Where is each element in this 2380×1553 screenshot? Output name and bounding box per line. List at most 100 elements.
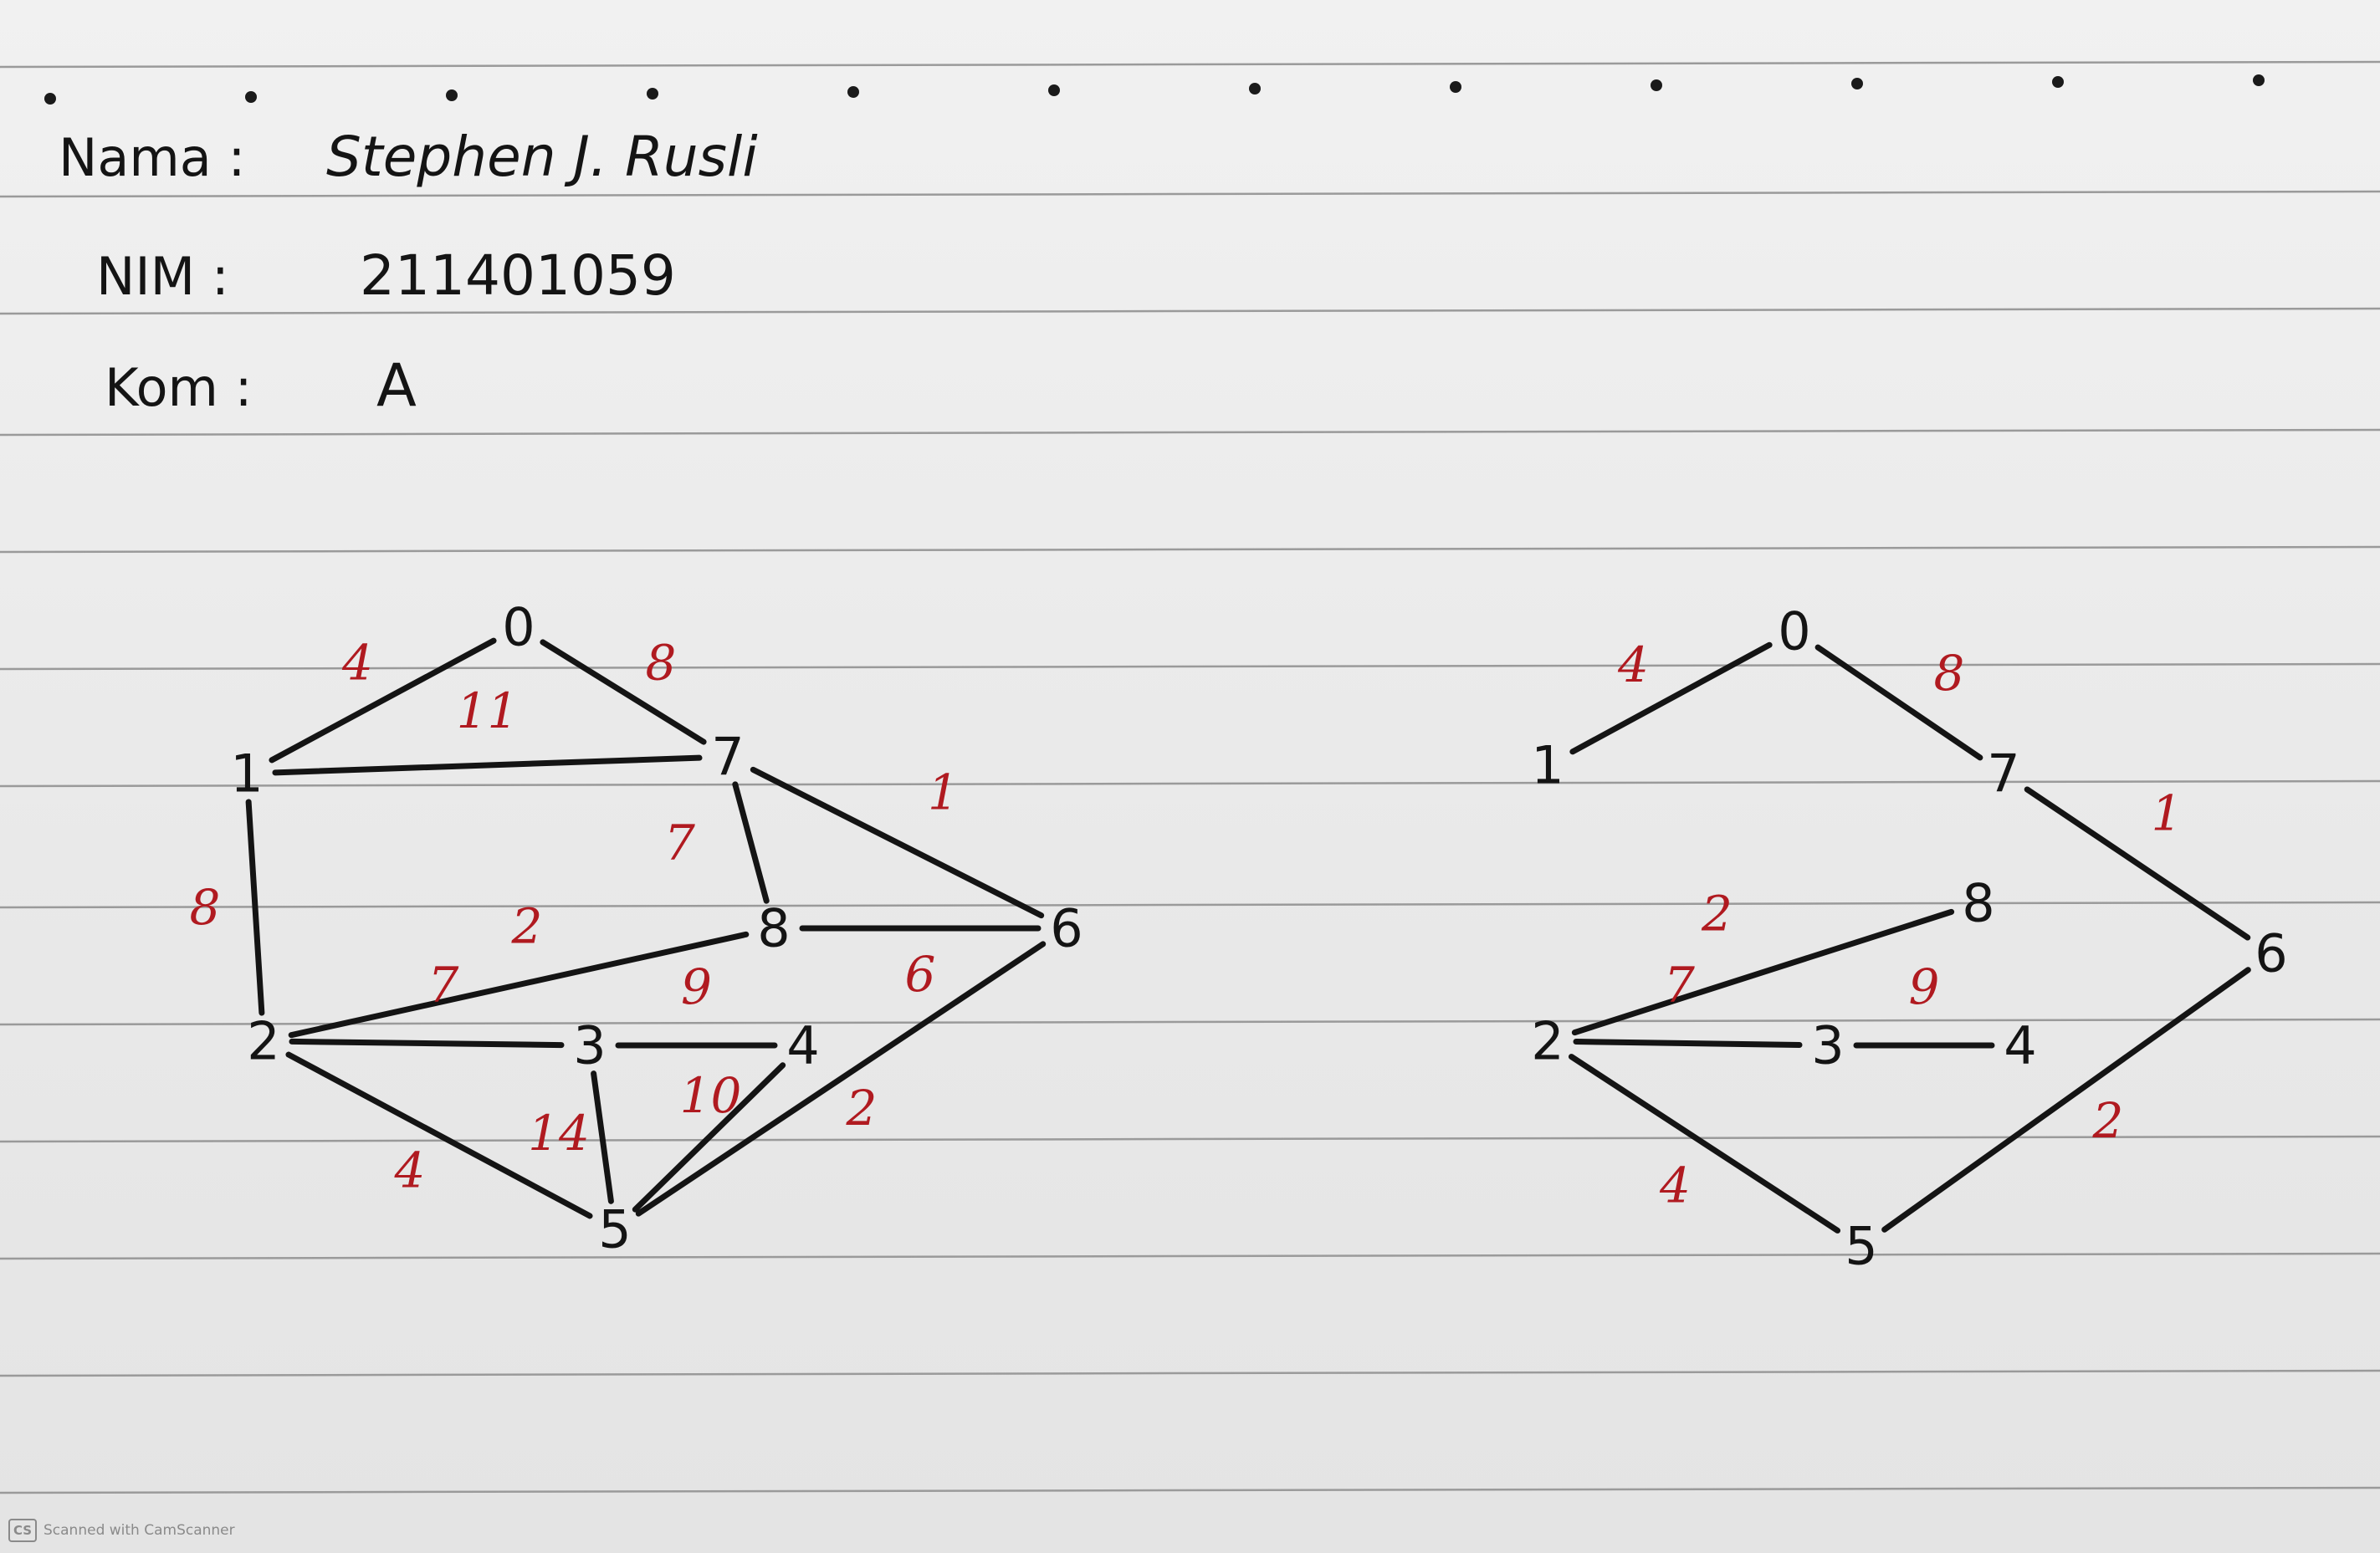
node-7: 7 [711, 727, 744, 788]
name-value: Stephen J. Rusli [326, 125, 758, 189]
edge-7-6 [750, 766, 1045, 919]
node-2: 2 [1531, 1011, 1564, 1072]
edge-weight-7-6: 1 [928, 764, 959, 821]
edge-weight-0-7: 8 [646, 635, 677, 692]
node-3: 3 [573, 1015, 606, 1076]
edge-weight-1-7: 11 [457, 682, 519, 739]
edge-weight-1-0: 4 [1617, 636, 1649, 693]
ruled-line [0, 1018, 2380, 1026]
ruled-line [0, 1252, 2380, 1260]
edge-1-0 [269, 637, 497, 764]
node-7: 7 [1987, 743, 2019, 805]
ruled-line [0, 901, 2380, 909]
edge-weight-4-5: 10 [680, 1067, 742, 1124]
edge-5-6 [635, 941, 1047, 1217]
edge-weight-2-3: 7 [428, 957, 459, 1014]
edge-2-8 [288, 931, 750, 1039]
binder-dot [1249, 83, 1261, 95]
binder-dot [1048, 84, 1060, 96]
node-4: 4 [2004, 1015, 2036, 1076]
edge-weight-7-8: 7 [664, 815, 695, 871]
binder-dot [446, 89, 458, 101]
edge-weight-8-6: 6 [905, 946, 936, 1003]
binder-dot [2253, 74, 2265, 86]
binder-dot [1450, 81, 1461, 93]
ruled-line [0, 307, 2380, 315]
edge-2-5 [1568, 1054, 1841, 1234]
edge-2-8 [1571, 908, 1955, 1036]
node-5: 5 [1845, 1216, 1877, 1277]
name-label: Nama : [59, 127, 245, 188]
kom-value: A [376, 351, 417, 420]
node-8: 8 [1962, 873, 1994, 934]
edge-weight-2-5: 4 [394, 1142, 426, 1199]
edge-weight-2-3: 7 [1664, 957, 1695, 1014]
edge-2-3 [1573, 1039, 1803, 1048]
node-3: 3 [1811, 1015, 1844, 1076]
edge-weight-5-6: 2 [846, 1080, 878, 1137]
edge-1-2 [245, 799, 265, 1016]
ruled-line [0, 779, 2380, 788]
edge-2-5 [285, 1051, 593, 1219]
binder-dot [2052, 76, 2064, 88]
edge-0-7 [1814, 644, 1983, 761]
binder-dot [44, 93, 56, 105]
binder-dots [44, 74, 2265, 105]
ruled-line [0, 1486, 2380, 1494]
node-4: 4 [786, 1015, 819, 1076]
edge-weight-3-4: 9 [1909, 958, 1940, 1015]
student-header: Nama : Stephen J. Rusli NIM : 211401059 … [59, 125, 758, 420]
camscanner-logo-icon: CS [8, 1519, 37, 1542]
ruled-line [0, 60, 2380, 69]
ruled-line [0, 428, 2380, 437]
edge-0-7 [540, 639, 707, 745]
edge-weight-5-6: 2 [2092, 1092, 2124, 1149]
binder-dot [647, 88, 658, 100]
edge-1-7 [272, 754, 703, 776]
node-2: 2 [247, 1011, 279, 1072]
ruled-line [0, 1135, 2380, 1143]
edge-weight-1-0: 4 [341, 635, 373, 692]
edge-7-8 [732, 781, 770, 904]
edge-weight-0-7: 8 [1934, 645, 1965, 702]
node-8: 8 [757, 898, 790, 959]
edge-7-6 [2024, 786, 2251, 941]
edge-weight-7-6: 1 [2152, 785, 2183, 842]
node-6: 6 [2255, 923, 2287, 984]
binder-dot [1851, 78, 1863, 89]
edge-weight-1-2: 8 [190, 879, 221, 936]
node-6: 6 [1050, 898, 1083, 959]
binder-dot [245, 91, 257, 103]
edge-4-5 [632, 1062, 786, 1213]
ruled-line [0, 190, 2380, 198]
ruled-line [0, 662, 2380, 671]
edge-weight-2-8: 2 [1701, 886, 1733, 943]
edge-weight-3-4: 9 [681, 958, 712, 1015]
node-0: 0 [502, 597, 535, 658]
node-1: 1 [230, 743, 263, 805]
node-5: 5 [598, 1199, 631, 1260]
nim-value: 211401059 [360, 243, 676, 308]
node-1: 1 [1531, 735, 1564, 796]
edge-weight-2-5: 4 [1659, 1157, 1691, 1214]
binder-dot [847, 86, 859, 98]
edge-5-6 [1881, 967, 2251, 1233]
ruled-line [0, 545, 2380, 554]
node-0: 0 [1778, 601, 1810, 662]
edge-weight-3-5: 14 [528, 1105, 590, 1162]
ruled-lines [0, 60, 2380, 1494]
ruled-line [0, 1369, 2380, 1377]
binder-dot [1651, 79, 1662, 91]
camscanner-watermark: CS Scanned with CamScanner [8, 1519, 235, 1542]
edge-1-0 [1569, 641, 1773, 755]
watermark-text: Scanned with CamScanner [44, 1522, 235, 1539]
edge-2-3 [289, 1038, 565, 1049]
edge-weight-2-8: 2 [511, 898, 543, 955]
edge-3-5 [591, 1070, 614, 1204]
kom-label: Kom : [105, 357, 253, 418]
nim-label: NIM : [96, 246, 229, 307]
